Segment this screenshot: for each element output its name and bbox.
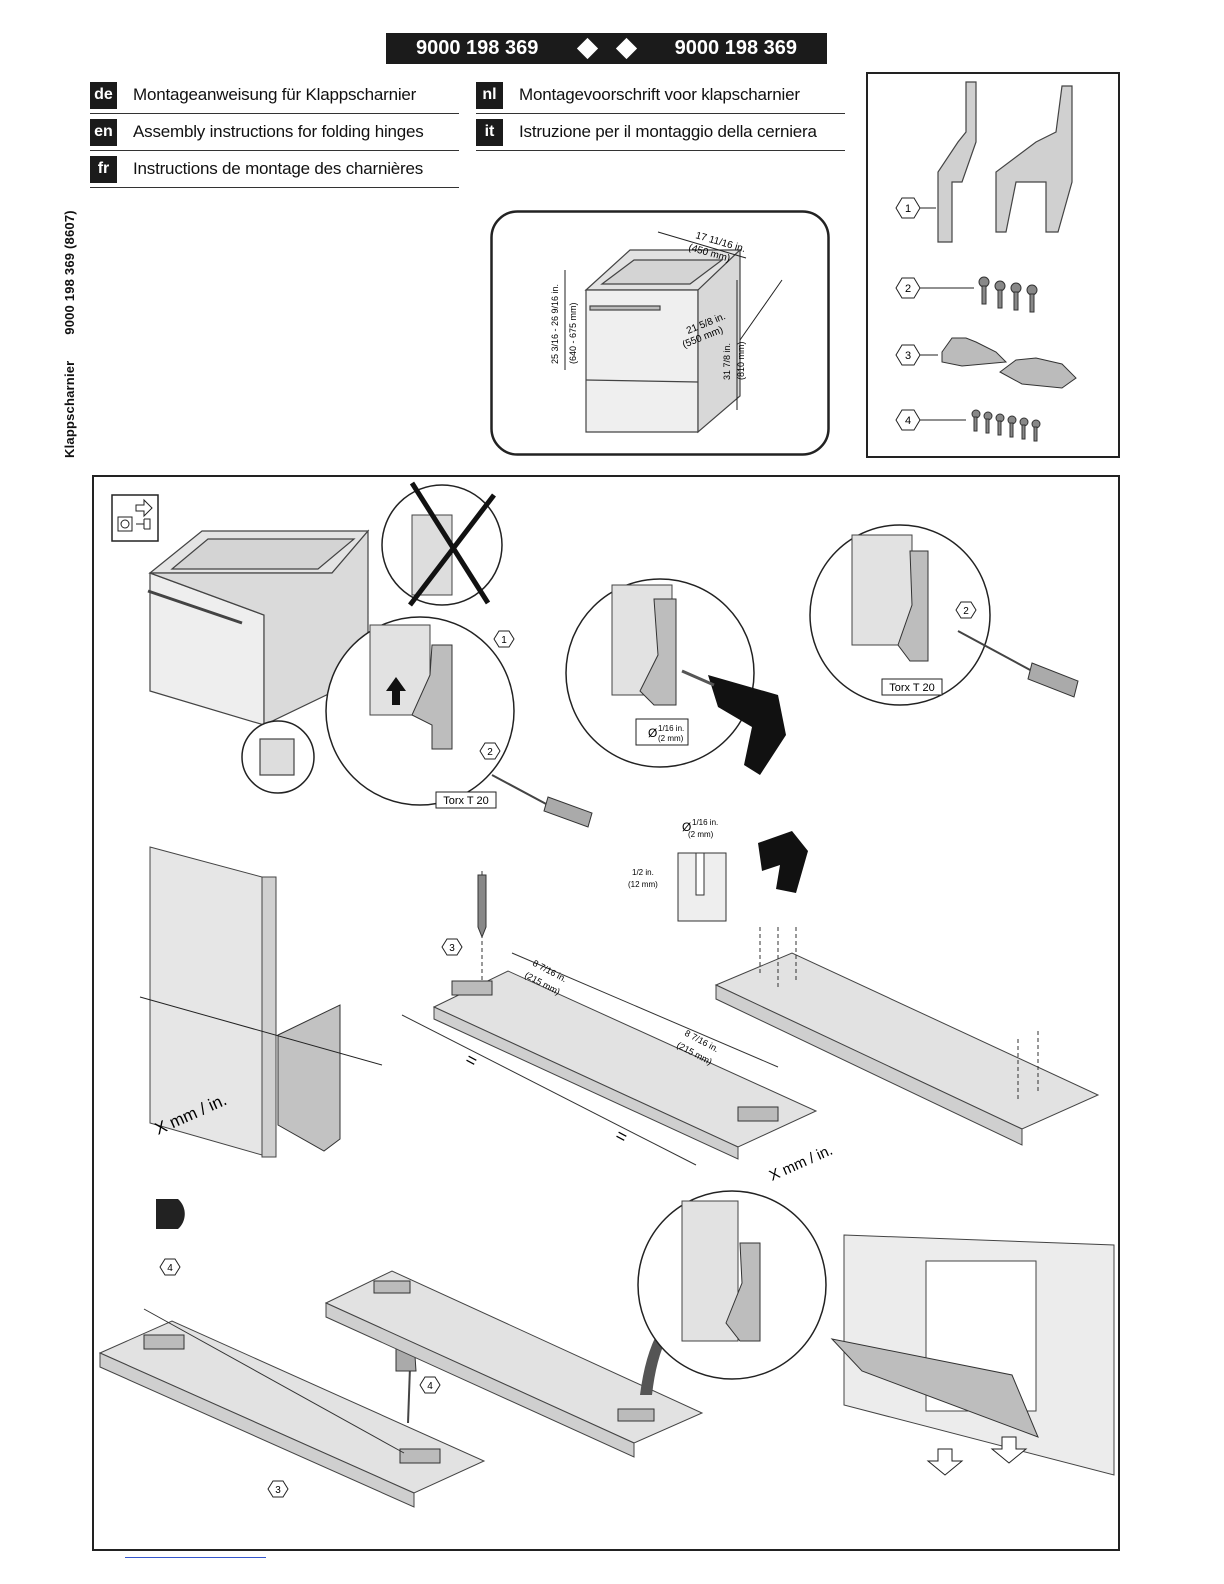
footer-line	[125, 1557, 266, 1558]
language-row-fr: fr Instructions de montage des charnière…	[90, 151, 459, 188]
part-callout-1: 1	[895, 197, 936, 219]
drill-diameter-label: Ø 1/16 in. (2 mm)	[635, 718, 689, 746]
drill-depth-detail: Ø 1/16 in. (2 mm) 1/2 in. (12 mm)	[628, 818, 808, 922]
step-fix-hinge-illustration	[809, 524, 1079, 706]
side-label-doc-number: 9000 198 369 (8607)	[62, 210, 77, 335]
svg-text:Ø: Ø	[648, 726, 657, 740]
language-row-de: de Montageanweisung für Klappscharnier	[90, 77, 459, 114]
step-dishwasher-illustration	[147, 529, 370, 794]
part-number-left: 9000 198 369	[416, 37, 539, 59]
torx-label: Torx T 20	[435, 791, 497, 809]
language-title: Montagevoorschrift voor klapscharnier	[519, 85, 800, 104]
screw-set-illustration	[978, 276, 1038, 313]
small-screw-set-illustration	[971, 409, 1041, 442]
step-attach-panel-illustration	[637, 1190, 827, 1380]
language-code: de	[90, 81, 117, 109]
height-max-in-label: 31 7/8 in.	[722, 343, 732, 380]
language-code: fr	[90, 155, 117, 183]
parts-list: 1 2 3 4	[866, 72, 1120, 458]
height-range-mm-label: (640 - 675 mm)	[568, 302, 578, 364]
part-callout-2: 2	[955, 601, 977, 619]
step-drill-board-illustration	[714, 927, 1100, 1146]
step-attach-hinge-illustration	[325, 616, 515, 806]
side-label-title: Klappscharnier	[62, 360, 77, 458]
part-callout-3: 3	[441, 938, 463, 956]
svg-text:4: 4	[905, 415, 911, 427]
part-number-header: 9000 198 369 9000 198 369	[386, 33, 827, 64]
part-callout-3: 3	[895, 344, 938, 366]
svg-text:Torx T 20: Torx T 20	[889, 682, 934, 694]
svg-text:2: 2	[963, 606, 969, 617]
svg-text:(12 mm): (12 mm)	[628, 880, 658, 889]
part-callout-2: 2	[479, 742, 501, 760]
svg-text:1/2 in.: 1/2 in.	[632, 868, 654, 877]
language-code: it	[476, 118, 503, 146]
svg-text:2: 2	[487, 747, 493, 758]
language-title: Instructions de montage des charnières	[133, 159, 424, 178]
instruction-steps-panel: 1 2 Torx T 20 Ø 1/16 in. (2 mm) 2	[92, 475, 1120, 1551]
svg-text:(2 mm): (2 mm)	[658, 734, 684, 743]
svg-text:1/16 in.: 1/16 in.	[658, 724, 684, 733]
dishwasher-illustration	[584, 248, 742, 434]
part-callout-4: 4	[159, 1258, 181, 1276]
diamond-separator	[568, 37, 646, 60]
torx-label: Torx T 20	[881, 678, 943, 696]
disconnect-power-icon	[111, 494, 159, 542]
svg-text:Torx T 20: Torx T 20	[443, 795, 488, 807]
height-max-mm-label: (810 mm)	[736, 341, 746, 380]
step-screw-brackets-illustration	[98, 1308, 486, 1508]
svg-text:1/16 in.: 1/16 in.	[692, 818, 718, 827]
svg-text:4: 4	[427, 1381, 433, 1392]
part-callout-1: 1	[493, 630, 515, 648]
language-code: en	[90, 118, 117, 146]
hinge-part-illustration	[937, 81, 1073, 243]
part-callout-4: 4	[419, 1376, 441, 1394]
part-callout-2: 2	[895, 277, 974, 299]
diamond-icon	[576, 37, 598, 60]
part-number-right: 9000 198 369	[674, 37, 797, 59]
language-row-nl: nl Montagevoorschrift voor klapscharnier	[476, 77, 845, 114]
svg-text:Ø: Ø	[682, 820, 691, 834]
language-row-en: en Assembly instructions for folding hin…	[90, 114, 459, 151]
step-drill-hole-illustration	[565, 578, 786, 775]
diamond-icon	[615, 37, 637, 60]
svg-text:1: 1	[501, 635, 507, 646]
language-code: nl	[476, 81, 503, 109]
incorrect-mounting-illustration	[381, 481, 503, 607]
side-label: Klappscharnier 9000 198 369 (8607)	[62, 188, 77, 458]
svg-text:1: 1	[905, 203, 911, 215]
screwdriver-illustration	[491, 774, 593, 828]
svg-text:4: 4	[167, 1263, 173, 1274]
svg-text:3: 3	[275, 1485, 281, 1496]
step-open-door-illustration	[830, 1234, 1115, 1476]
language-row-it: it Istruzione per il montaggio della cer…	[476, 114, 845, 151]
svg-text:3: 3	[449, 943, 455, 954]
svg-text:(2 mm): (2 mm)	[688, 830, 714, 839]
height-range-in-label: 25 3/16 - 26 9/16 in.	[550, 284, 560, 364]
part-callout-3: 3	[267, 1480, 289, 1498]
bracket-illustration	[941, 337, 1077, 389]
language-title: Montageanweisung für Klappscharnier	[133, 85, 417, 104]
step-measure-illustration: X mm / in.	[139, 846, 383, 1229]
svg-text:3: 3	[905, 350, 911, 362]
dimensions-diagram: 17 11/16 in. (450 mm) 21 5/8 in. (550 mm…	[490, 210, 830, 456]
svg-text:2: 2	[905, 283, 911, 295]
language-title: Assembly instructions for folding hinges	[133, 122, 424, 141]
language-title: Istruzione per il montaggio della cernie…	[519, 122, 817, 141]
part-callout-4: 4	[895, 409, 966, 431]
